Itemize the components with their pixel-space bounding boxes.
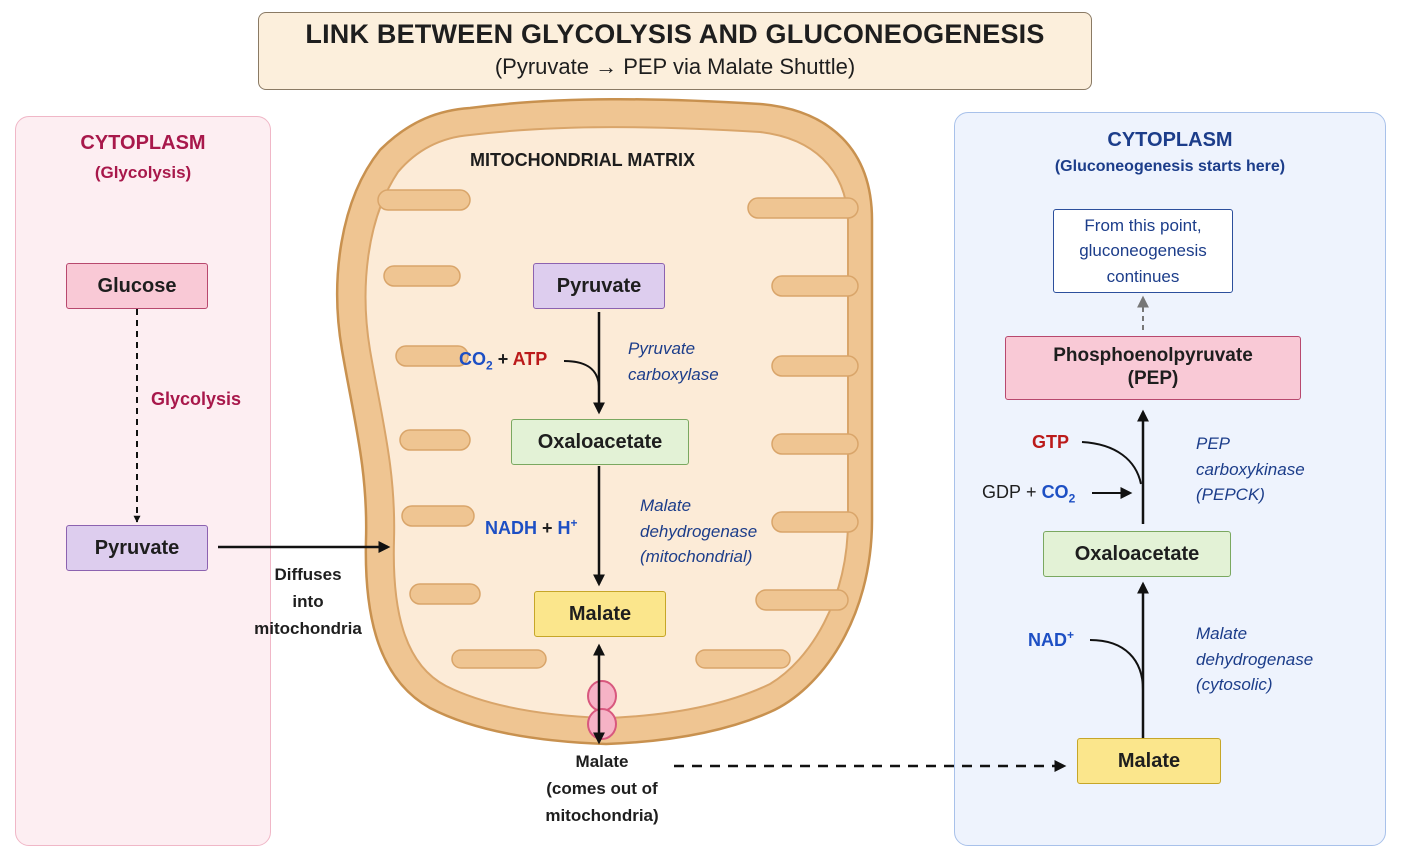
gdp-co2-label: GDP + CO2 [982, 482, 1075, 506]
right-panel-subheading: (Gluconeogenesis starts here) [1054, 158, 1286, 175]
malate-exit-line1: Malate [575, 752, 629, 771]
cyto-mdh-line2: dehydrogenase [1196, 649, 1314, 669]
nad-input-curve [1089, 639, 1144, 691]
right-panel-heading: CYTOPLASM [1107, 129, 1233, 151]
nadh-h-label: NADH + H+ [485, 516, 578, 539]
cyto-mdh-line1: Malate [1196, 624, 1248, 643]
mito-mdh-line2: dehydrogenase [640, 521, 758, 541]
cyto-malate-dehydrogenase-label: Malate dehydrogenase (cytosolic) [1196, 621, 1313, 698]
co2-atp-input-curve [563, 360, 600, 387]
continues-line3: continues [1106, 266, 1180, 286]
co2-label: CO [459, 349, 486, 369]
h-label: H [557, 518, 571, 538]
title-box: LINK BETWEEN GLYCOLYSIS AND GLUCONEOGENE… [258, 12, 1092, 90]
oxaloacetate-cytoplasm-box: Oxaloacetate [1043, 531, 1231, 577]
gtp-input-curve [1081, 441, 1142, 485]
pep-line1: Phosphoenolpyruvate [1053, 345, 1253, 367]
pepck-line3: (PEPCK) [1196, 485, 1265, 504]
continues-line1: From this point, [1084, 215, 1202, 235]
oxaloacetate-matrix-box: Oxaloacetate [511, 419, 689, 465]
nad-text: NAD [1028, 630, 1067, 650]
co2-subscript: 2 [486, 358, 493, 373]
diffuses-label-line1: Diffuses [274, 565, 342, 584]
continues-line2: gluconeogenesis [1079, 241, 1207, 261]
pepck-line1: PEP [1196, 434, 1231, 453]
malate-exit-line3: mitochondria) [545, 806, 659, 825]
gluconeogenesis-continues-box: From this point, gluconeogenesis continu… [1053, 209, 1233, 293]
pyruvate-carboxylase-line2: carboxylase [628, 364, 719, 384]
mitochondrial-matrix-heading: MITOCHONDRIAL MATRIX [470, 150, 695, 170]
co2-right-label: CO [1041, 482, 1069, 502]
pep-box: Phosphoenolpyruvate (PEP) [1005, 336, 1301, 400]
left-panel-heading: CYTOPLASM [80, 132, 206, 154]
diffuses-label-line2: into [292, 592, 324, 611]
h-superscript: + [570, 516, 578, 530]
pepck-label: PEP carboxykinase (PEPCK) [1196, 431, 1305, 508]
plus-sign-3: + [1026, 482, 1037, 502]
mito-mdh-line3: (mitochondrial) [640, 547, 753, 566]
glucose-box: Glucose [66, 263, 208, 309]
malate-matrix-box: Malate [534, 591, 666, 637]
nad-label: NAD+ [1028, 628, 1074, 651]
pepck-line2: carboxykinase [1196, 459, 1305, 479]
cytoplasm-glycolysis-panel [15, 116, 271, 846]
diagram-subtitle: (Pyruvate → PEP via Malate Shuttle) [494, 54, 856, 79]
pyruvate-carboxylase-line1: Pyruvate [628, 339, 696, 358]
mito-mdh-line1: Malate [640, 496, 692, 515]
diffuses-label: Diffuses into mitochondria [232, 561, 384, 642]
gtp-label: GTP [1032, 432, 1070, 452]
diffuses-label-line3: mitochondria [254, 619, 362, 638]
cyto-mdh-line3: (cytosolic) [1196, 675, 1273, 694]
co2-right-subscript: 2 [1068, 491, 1076, 506]
co2-atp-label: CO2 + ATP [459, 349, 547, 373]
pyruvate-cytoplasm-box: Pyruvate [66, 525, 208, 571]
plus-sign: + [497, 349, 509, 369]
cristae [377, 189, 859, 669]
mito-malate-dehydrogenase-label: Malate dehydrogenase (mitochondrial) [640, 493, 757, 570]
pep-line2: (PEP) [1127, 368, 1179, 389]
pyruvate-matrix-box: Pyruvate [533, 263, 665, 309]
left-panel-subheading: (Glycolysis) [94, 163, 192, 182]
nad-superscript: + [1067, 628, 1075, 642]
malate-exit-line2: (comes out of [546, 779, 658, 798]
atp-label: ATP [512, 349, 548, 369]
plus-sign-2: + [542, 518, 553, 538]
diagram-title: LINK BETWEEN GLYCOLYSIS AND GLUCONEOGENE… [305, 19, 1045, 49]
gdp-label: GDP [982, 482, 1022, 502]
nadh-label: NADH [485, 518, 537, 538]
malate-cytoplasm-box: Malate [1077, 738, 1221, 784]
pyruvate-carboxylase-label: Pyruvate carboxylase [628, 336, 719, 387]
glycolysis-label: Glycolysis [151, 389, 242, 409]
malate-exit-label: Malate (comes out of mitochondria) [520, 748, 684, 829]
